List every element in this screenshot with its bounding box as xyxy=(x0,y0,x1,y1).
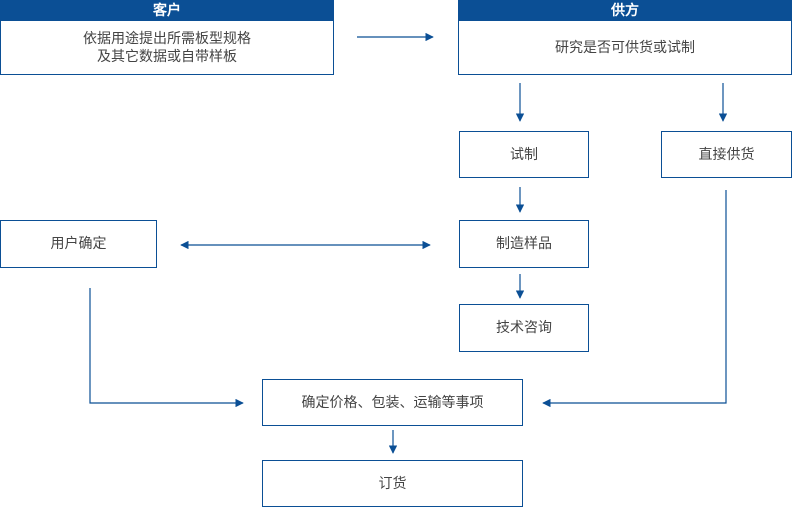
supplier-description: 研究是否可供货或试制 xyxy=(459,21,791,74)
direct-supply-box: 直接供货 xyxy=(661,131,792,178)
confirm-terms-box: 确定价格、包装、运输等事项 xyxy=(262,379,523,426)
consult-box: 技术咨询 xyxy=(459,304,589,352)
supplier-title: 供方 xyxy=(459,1,791,21)
trial-box: 试制 xyxy=(459,131,589,178)
customer-text-line1: 依据用途提出所需板型规格 xyxy=(83,30,251,47)
user-confirm-box: 用户确定 xyxy=(0,220,157,268)
customer-description: 依据用途提出所需板型规格 及其它数据或自带样板 xyxy=(1,21,333,74)
customer-panel: 客户 依据用途提出所需板型规格 及其它数据或自带样板 xyxy=(0,0,334,75)
order-box: 订货 xyxy=(262,460,523,507)
supplier-panel: 供方 研究是否可供货或试制 xyxy=(458,0,792,75)
supplier-text: 研究是否可供货或试制 xyxy=(555,39,695,56)
arrow-direct-supply-to-terms xyxy=(542,190,727,408)
sample-box: 制造样品 xyxy=(459,220,589,268)
arrow-user-confirm-to-terms xyxy=(89,288,244,408)
customer-text-line2: 及其它数据或自带样板 xyxy=(97,48,237,65)
customer-title: 客户 xyxy=(1,1,333,21)
